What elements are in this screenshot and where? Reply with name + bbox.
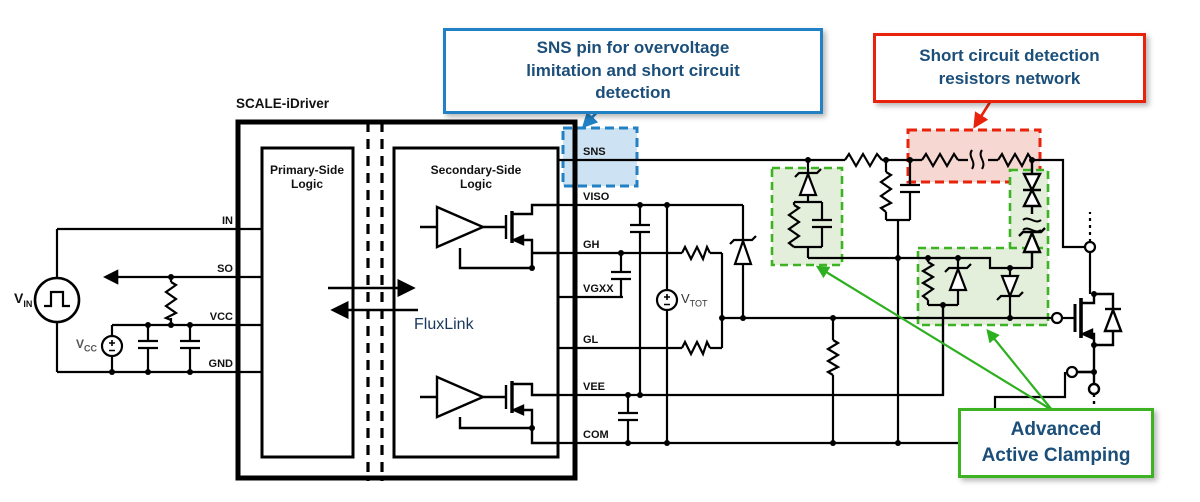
short-circuit-resistor-1 [921,151,959,169]
vtot-polarity-marks [664,294,670,306]
chip-outer-box [235,119,578,481]
clamping-callout-arrow-2 [986,328,1053,411]
tvs-top-diode-down [1022,172,1042,193]
vtot-label-base: V [681,291,690,306]
clamping-callout-arrow-1 [815,265,1053,411]
sns-callout-line: SNS pin for overvoltage [536,37,730,57]
sns-callout-box: SNS pin for overvoltage limitation and s… [443,28,823,114]
gate-clamp-highlight-box [916,246,1050,327]
lower-mosfet-arrow [511,404,525,416]
dc-bus-terminal [1083,240,1097,254]
vin-source-icon [33,276,81,324]
short-circuit-callout-line: resistors network [938,69,1081,88]
upper-mosfet-wires [458,203,558,270]
vcc-label-base: V [76,337,85,351]
vcc-cap-2 [180,325,200,372]
short-circuit-callout-box: Short circuit detection resistors networ… [873,33,1146,103]
clamp-feedback-resistor [787,204,802,248]
gate-zener-diode [733,237,753,266]
dc-bus-wire [1032,158,1085,249]
viso-vee-cap [630,205,650,395]
short-circuit-resistor-2 [997,151,1033,169]
primary-side-label: Primary-Side Logic [269,163,345,191]
input-side-circuit [33,227,262,374]
active-clamping-callout-line: Active Clamping [981,445,1131,466]
tvs-bottom-diode [1022,229,1042,254]
vin-label: VIN [14,290,32,309]
pin-label-viso: VISO [583,191,610,203]
secondary-side-label: Secondary-Side Logic [430,163,522,191]
tvs-top-diode-up [1022,187,1042,208]
vtot-label-sub: TOT [689,298,708,309]
secondary-side-box [392,146,560,459]
vee-com-cap [618,395,638,443]
upper-mosfet-arrow [511,234,525,246]
short-circuit-callout-arrow [973,98,994,129]
pin-label-in: IN [222,215,233,227]
pin-label-sns: SNS [583,146,606,158]
vcc-label-sub: CC [84,343,98,354]
pin-label-gl: GL [583,334,599,346]
gate-boost-zener [1000,274,1020,299]
pin-label-vee: VEE [583,381,606,393]
body-diode-loop [1094,292,1115,347]
gate-emitter-resistor [825,339,841,376]
upper-mosfet-gate [483,215,508,239]
sense-divider-rc-wires [884,160,920,443]
chip-title: SCALE-iDriver [236,96,330,111]
vin-wires [55,227,262,374]
pin-label-gnd: GND [208,358,233,370]
pin-label-so: SO [217,263,233,275]
sense-divider-resistor [878,171,894,213]
tvs-chain [1018,160,1046,268]
pulse-waveform-icon [44,290,70,308]
gate-terminal [1050,311,1064,325]
gate-on-resistor [681,244,711,262]
gate-boost-zener-bar [996,291,1024,301]
sns-callout-line: limitation and short circuit [526,60,740,80]
phase-terminal [1087,382,1101,396]
power-switch [1073,292,1123,414]
pin-label-gh: GH [583,239,600,251]
chip-outline [235,119,578,481]
upper-buffer-icon [435,205,487,249]
gate-off-resistor [681,339,711,357]
active-clamping-callout-line: Advanced [1010,419,1102,441]
pin-label-vgxx: VGXX [583,283,614,295]
vin-label-base: V [14,290,24,306]
fluxlink-label: FluxLink [414,316,474,333]
sns-callout-line: detection [595,83,671,103]
lower-mosfet-gate [483,385,508,409]
vcc-cap-1 [138,325,158,372]
junction-dots [109,157,1097,446]
emitter-kelvin-terminal [1065,365,1079,379]
clamp-resistor [920,261,936,301]
power-mosfet-arrow [1080,328,1094,340]
clamp-feedback-wires [792,160,832,258]
isolation-barrier-dashed-lines [366,122,384,481]
gate-node-wires [710,251,724,350]
pin-label-vcc: VCC [209,311,233,323]
active-clamping-callout-box: Advanced Active Clamping [958,408,1154,478]
clamp-zener [948,265,968,292]
vin-label-sub: IN [23,298,33,309]
highlight-regions [561,126,1050,327]
com-wire [558,372,1067,445]
vcc-source-label: VCC [76,337,97,353]
primary-side-box [260,146,355,459]
body-diode [1103,306,1123,333]
short-circuit-callout-line: Short circuit detection [919,46,1100,66]
gh-vgxx-cap [611,253,631,297]
resistor-network-break-marks [969,149,985,170]
pin-label-com: COM [583,429,609,441]
lower-buffer-icon [435,375,487,419]
clamp-feedback-diode [798,170,818,197]
vcc-polarity-marks [109,340,115,352]
so-pullup-resistor [163,281,179,322]
sns-series-resistor [844,151,883,169]
vtot-source-label: VTOT [681,291,708,309]
